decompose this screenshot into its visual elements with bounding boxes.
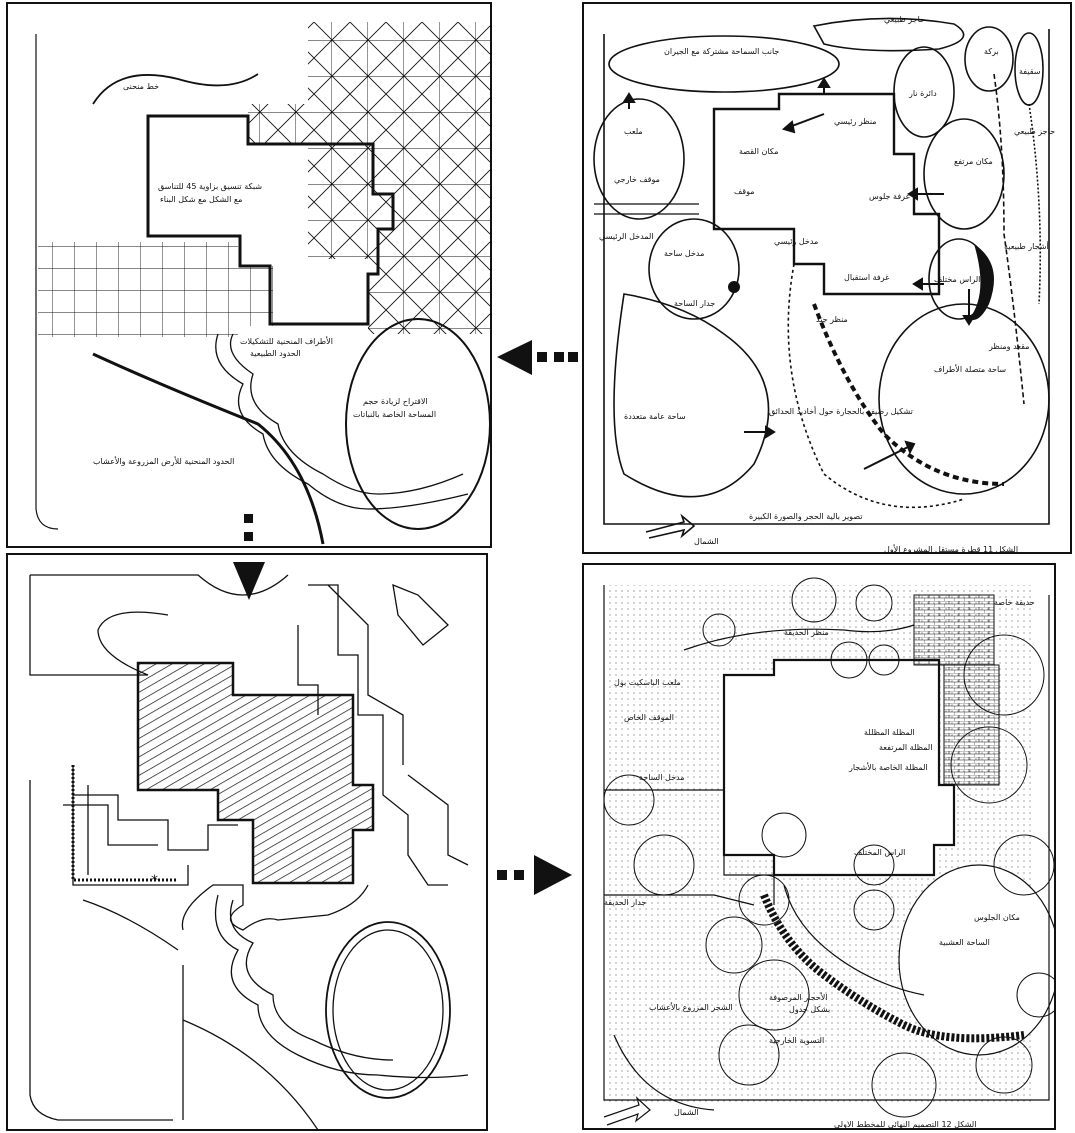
- dashed-arrow-left: [497, 340, 578, 375]
- label-rest-area: مكان الجلوس: [974, 913, 1020, 922]
- label-shaded: المظلة المظللة: [864, 728, 915, 737]
- concept-diagram-panel: حاجز طبيعي جانب السماحة مشتركة مع الجيرا…: [582, 2, 1072, 554]
- label-outdoor: الموقف الخاص: [624, 713, 674, 722]
- label-hedge-top: حاجز طبيعي: [884, 15, 925, 24]
- label-kitchen-view: منظر رئيسي: [834, 117, 877, 126]
- label-bottom-edge: تصوير بالية الحجر والصورة الكبيرة: [749, 512, 862, 521]
- final-plan: حديقة خاصة منظر الحديقة ملعب الباسكيت بو…: [603, 577, 1054, 1129]
- label-private-garden: حديقة خاصة: [994, 598, 1035, 607]
- label-stones-2: بشكل جدول: [789, 1005, 830, 1014]
- label-hedge-right: حاجز طبيعي: [1014, 127, 1055, 136]
- label-view-garden: منظر الحديقة: [784, 628, 829, 637]
- label-mixed: الشجر المزروع بالأعشاب: [649, 1002, 733, 1012]
- label-shared-side: جانب السماحة مشتركة مع الجيران: [664, 47, 779, 56]
- label-trees-right: أشجار طبيعية: [1004, 241, 1049, 251]
- grid-study: خط منحنى شبكة تنسيق بزاوية 45 للتناسق مع…: [35, 22, 490, 545]
- figure-caption: الشكل 12 التصميم النهائي للمخطط الاولي: [834, 1120, 976, 1129]
- label-fire: دائرة نار: [908, 89, 937, 98]
- label-parking: موقف خارجي: [614, 175, 660, 184]
- label-open-area: ساحة عامة متعددة: [624, 412, 686, 421]
- label-shed: سقيفة: [1019, 67, 1041, 76]
- label-edges-1: الأطراف المنحنية للتشكيلات: [240, 336, 333, 346]
- label-wall: جدار الساحة: [674, 299, 715, 308]
- label-wall: جدار الحديقة: [604, 898, 646, 907]
- label-dining: مكان القصة: [739, 147, 779, 156]
- label-court-entry: مدخل الساحة: [639, 773, 685, 782]
- label-sitting: مكان مرتفع: [954, 157, 993, 166]
- label-grid-note-2: مع الشكل مع شكل البناء: [160, 195, 242, 204]
- label-court-entry: مدخل ساحة: [664, 249, 704, 258]
- concept-diagram: حاجز طبيعي جانب السماحة مشتركة مع الجيرا…: [593, 15, 1055, 554]
- label-grid-note-1: شبكة تنسيق بزاوية 45 للتناسق: [158, 182, 262, 191]
- label-walk: تشكيل رصيف بالحجارة حول أخاديد الحدائق: [769, 406, 913, 416]
- final-plan-panel: حديقة خاصة منظر الحديقة ملعب الباسكيت بو…: [582, 563, 1056, 1130]
- grid-study-panel: خط منحنى شبكة تنسيق بزاوية 45 للتناسق مع…: [6, 2, 492, 548]
- label-view: منظر جيد: [816, 315, 848, 324]
- label-play: ملعب: [624, 127, 643, 136]
- label-shade-garden: المظلة الخاصة بالأشجار: [848, 762, 928, 772]
- dashed-arrow-down: [233, 514, 265, 600]
- label-pool-deck: ملعب الباسكيت بول: [614, 678, 681, 687]
- label-main-entry: المدخل الرئيسي: [599, 232, 654, 241]
- label-lawn: الساحة العشبية: [939, 938, 990, 947]
- label-entrance-hall: مدخل رئيسي: [774, 237, 818, 246]
- label-ellipse-2: المساحة الخاصة بالنباتات: [353, 410, 436, 419]
- label-path: التسوية الخارجية: [769, 1036, 824, 1045]
- label-ellipse-1: الاقتراح لزيادة حجم: [363, 397, 428, 406]
- form-study: *: [29, 574, 469, 1129]
- asterisk-mark: *: [151, 873, 158, 889]
- label-dining-room: غرفة استقبال: [844, 273, 889, 282]
- label-pool: بركة: [984, 47, 999, 56]
- label-edges-2: الحدود الطبيعية: [250, 349, 301, 358]
- label-north: الشمال: [694, 537, 719, 546]
- label-stones-1: الأحجار المرصوفة: [769, 992, 827, 1002]
- label-north: الشمال: [674, 1108, 699, 1117]
- figure-caption: الشكل 11 قطرة مستقل المشروع الأول: [884, 544, 1018, 554]
- label-curve-line: خط منحنى: [123, 82, 159, 91]
- label-raised: المظلة المرتفعة: [879, 743, 932, 752]
- dashed-arrow-right: [497, 855, 572, 895]
- label-living: غرفة جلوس: [869, 192, 910, 201]
- label-garage: موقف: [734, 187, 755, 196]
- label-covered-patio: الراس مختلف: [934, 275, 980, 284]
- form-study-panel: *: [6, 553, 488, 1131]
- label-lawn: ساحة متصلة الأطراف: [934, 364, 1006, 374]
- label-bottom-note: الحدود المنحنية للأرض المزروعة والأعشاب: [93, 456, 234, 466]
- label-seat: مقعد ومنظر: [988, 342, 1029, 351]
- label-covered-patio: الراس المختلف: [854, 848, 905, 857]
